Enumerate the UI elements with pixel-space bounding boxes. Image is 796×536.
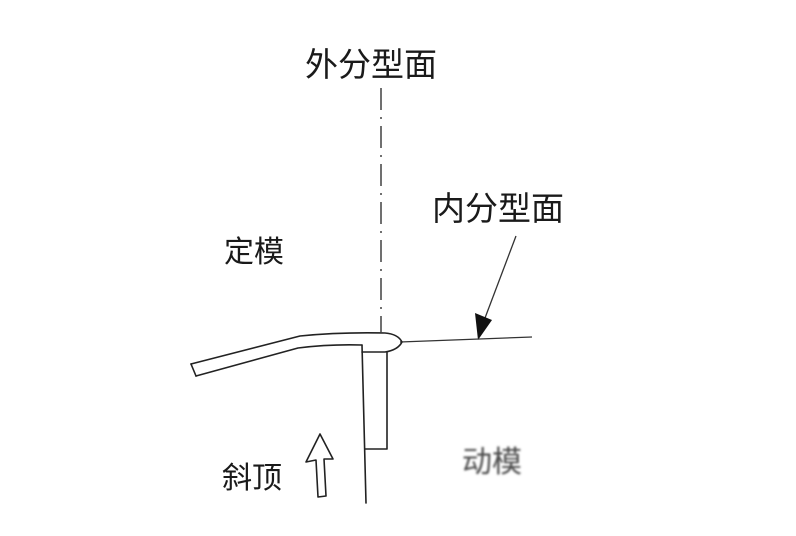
part-rib <box>364 351 388 450</box>
inner-parting-leader <box>484 235 517 319</box>
part-outer-profile <box>190 332 403 365</box>
lifter-up-arrow-icon <box>305 433 334 498</box>
moving-mold-label: 动模 <box>462 445 522 480</box>
inner-parting-label: 内分型面 <box>432 189 564 228</box>
part-inner-profile <box>195 344 363 377</box>
outer-parting-label: 外分型面 <box>305 45 437 84</box>
angled-lifter-outline <box>361 344 367 504</box>
part-end-cap <box>190 363 197 377</box>
inner-parting-arrow-icon <box>475 313 492 340</box>
fixed-mold-label: 定模 <box>224 235 284 270</box>
angled-lifter-label: 斜顶 <box>222 461 282 496</box>
inner-parting-line <box>399 336 533 343</box>
